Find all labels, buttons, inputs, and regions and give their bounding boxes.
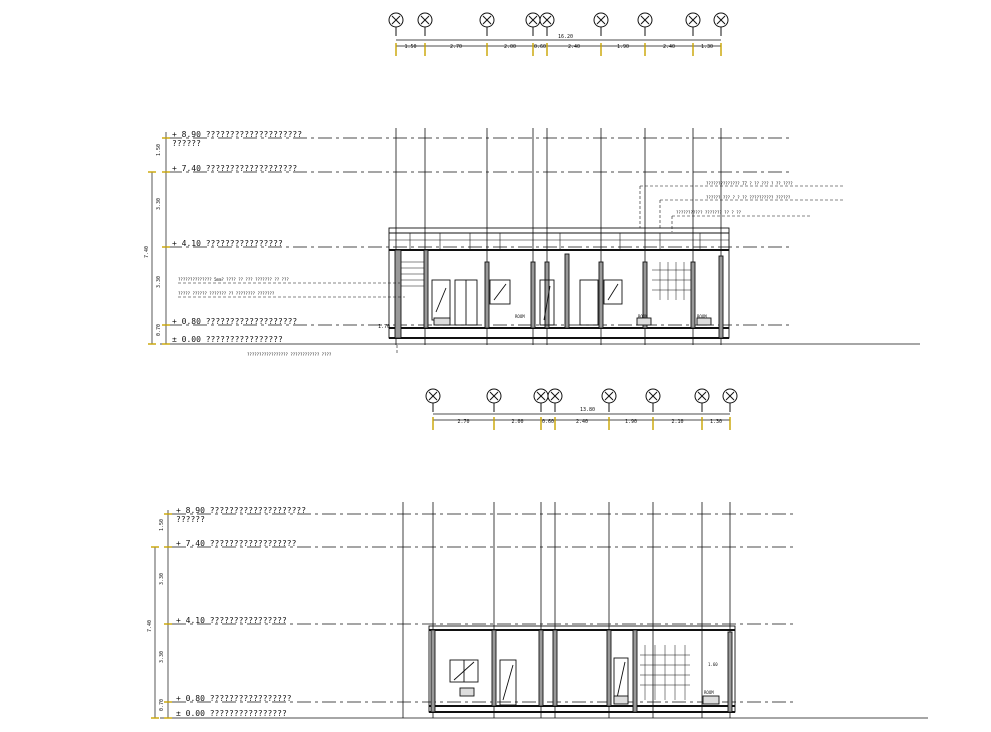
level-label: + 7.40 ??????????????????? [172,164,297,173]
grid-bubble [539,12,555,36]
dimension-chain-lower [432,413,731,430]
vertical-dims-upper [148,132,170,345]
grid-bubble [425,388,441,412]
small-dimension: 1.60 [708,662,718,667]
dimension-label: 0.60 [542,419,554,425]
grid-bubbles-lower [425,388,738,412]
vertical-dimension: 3.30 [159,573,165,585]
dimension-label: 2.40 [663,44,675,50]
upper-section [148,12,920,355]
level-label: + 8.90 ???????????????????? [176,506,306,515]
annotation-text: ?????????????? 77 ? ?? ??? ? ?? ???? [706,181,793,186]
total-vertical-dimension: 7.40 [144,246,150,258]
grid-bubble [525,12,541,36]
grid-lines-upper [395,128,722,345]
dimension-label: 2.40 [576,419,588,425]
dimension-label: 2.10 [672,419,684,425]
vertical-dimension: 0.70 [156,324,162,336]
grid-bubble [601,388,617,412]
annotation-text: ????? ?????? ??????? ?? ???????? ??????? [178,291,275,296]
level-lines-lower [160,513,928,719]
dimension-label: 1.30 [701,44,713,50]
vertical-dimension: 3.30 [159,651,165,663]
vertical-dimension: 0.70 [159,699,165,711]
grid-bubble [417,12,433,36]
room-label: ROOM [638,314,648,319]
grid-bubble [637,12,653,36]
grid-bubble [479,12,495,36]
text-layer: 16.20 1.50 2.70 2.00 0.60 2.40 1.90 2.40 1.30 + 8… [144,34,793,718]
dimension-label: 2.70 [458,419,470,425]
dimension-label: 1.50 [405,44,417,50]
grid-bubble [645,388,661,412]
annotation-text: ?????? ??? ? ? ?? ?????????? ?????? [706,195,791,200]
annotation-text: ??????????? ??????? ?? ? ?? [676,210,742,215]
annotation-text: ????????????????? ???????????? ???? [247,352,332,357]
dimension-label: 1.90 [617,44,629,50]
level-label: ± 0.00 ???????????????? [176,709,287,718]
grid-bubble [694,388,710,412]
level-label: + 4.10 ???????????????? [172,239,283,248]
grid-bubbles-upper [388,12,729,36]
dimension-label: 2.00 [512,419,524,425]
vertical-dimension: 1.50 [156,144,162,156]
level-label: + 0.80 ??????????????????? [172,317,297,326]
building-section-upper [388,227,730,339]
dimension-label: 2.00 [504,44,516,50]
grid-lines-lower [402,502,731,718]
vertical-dimension: 3.30 [156,276,162,288]
lower-section [151,388,928,719]
leaders-upper [178,185,845,355]
total-dimension: 13.80 [580,407,595,413]
level-label: ± 0.00 ???????????????? [172,335,283,344]
level-note: ?????? [172,139,201,148]
dimension-label: 1.30 [710,419,722,425]
grid-bubble [713,12,729,36]
sub-vertical-dimension: 1.70 [378,324,390,330]
level-label: + 8.90 ???????????????????? [172,130,302,139]
dimension-label: 0.60 [534,44,546,50]
grid-bubble [533,388,549,412]
grid-bubble [722,388,738,412]
level-label: + 7.40 ?????????????????? [176,539,297,548]
level-label: + 4.10 ???????????????? [176,616,287,625]
grid-bubble [388,12,404,36]
vertical-dims-lower [151,510,172,719]
level-label: + 0.80 ????????????????? [176,694,292,703]
total-vertical-dimension: 7.40 [147,620,153,632]
vertical-dimension: 1.50 [159,519,165,531]
total-dimension: 16.20 [558,34,573,40]
grid-bubble [685,12,701,36]
level-note: ?????? [176,515,205,524]
annotation-text: ?????????????? 5mm? ???? ?? ??? ??????? … [178,277,289,282]
room-label: ROOM [704,690,714,695]
dimension-label: 1.90 [625,419,637,425]
grid-bubble [547,388,563,412]
dimension-chain-upper [395,39,722,56]
building-section-lower [428,625,736,713]
room-label: ROOM [515,314,525,319]
vertical-dimension: 3.30 [156,198,162,210]
room-label: ROOM [697,314,707,319]
grid-bubble [593,12,609,36]
level-lines-upper [160,137,920,345]
grid-bubble [486,388,502,412]
dimension-label: 2.70 [450,44,462,50]
dimension-label: 2.40 [568,44,580,50]
